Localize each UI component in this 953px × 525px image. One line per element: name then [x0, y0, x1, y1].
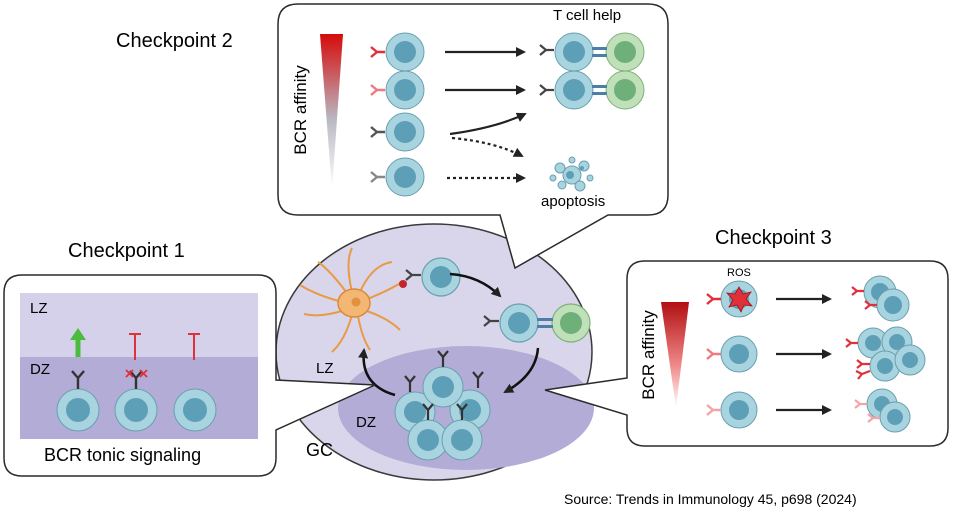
- affinity-triangle-3: [661, 302, 689, 408]
- ck1-cell-3: [173, 388, 217, 432]
- ck1-lz-label: LZ: [30, 300, 48, 317]
- gc-lz-label: LZ: [316, 360, 334, 377]
- inhibition-mark-2: [188, 333, 200, 360]
- germinal-center: [275, 223, 594, 481]
- gc-cycle-arrows: [358, 272, 540, 397]
- checkpoint1-panel: [3, 274, 376, 477]
- checkpoint2-panel: [277, 3, 669, 270]
- gc-bcell-tcell-pair: [483, 303, 591, 343]
- ck1-cell-2: [114, 369, 158, 432]
- ck2-row4: [370, 157, 526, 197]
- ros-label: ROS: [727, 267, 751, 279]
- source-citation: Source: Trends in Immunology 45, p698 (2…: [564, 491, 857, 507]
- ck3-row1: [706, 275, 910, 322]
- green-up-arrow: [70, 328, 86, 357]
- ck2-row1: [370, 32, 645, 72]
- t-cell-help-label: T cell help: [553, 7, 622, 24]
- ck2-row3: [370, 112, 527, 157]
- ck3-row3: [706, 388, 911, 433]
- ck1-lz-band: [20, 293, 258, 357]
- ck1-caption: BCR tonic signaling: [44, 445, 202, 465]
- gc-dz-cluster: [394, 350, 491, 461]
- checkpoint3-axis-label: BCR affinity: [639, 310, 658, 400]
- ck1-cell-1: [56, 370, 100, 432]
- apoptotic-cell: [549, 156, 594, 192]
- checkpoint3-title: Checkpoint 3: [715, 227, 832, 249]
- affinity-triangle-2: [320, 34, 343, 190]
- ck2-row2: [370, 70, 645, 110]
- checkpoint1-title: Checkpoint 1: [68, 240, 185, 262]
- inhibition-mark-1: [129, 333, 141, 360]
- checkpoint2-axis-label: BCR affinity: [291, 65, 310, 155]
- gc-label: GC: [306, 440, 333, 460]
- ck1-dz-label: DZ: [30, 361, 50, 378]
- apoptosis-label: apoptosis: [541, 193, 606, 210]
- checkpoint2-title: Checkpoint 2: [116, 30, 233, 52]
- checkpoint3-panel: [544, 260, 949, 447]
- ck3-row2: [706, 326, 926, 382]
- gc-bcell-lz1: [405, 257, 461, 297]
- gc-dz-label: DZ: [356, 414, 376, 431]
